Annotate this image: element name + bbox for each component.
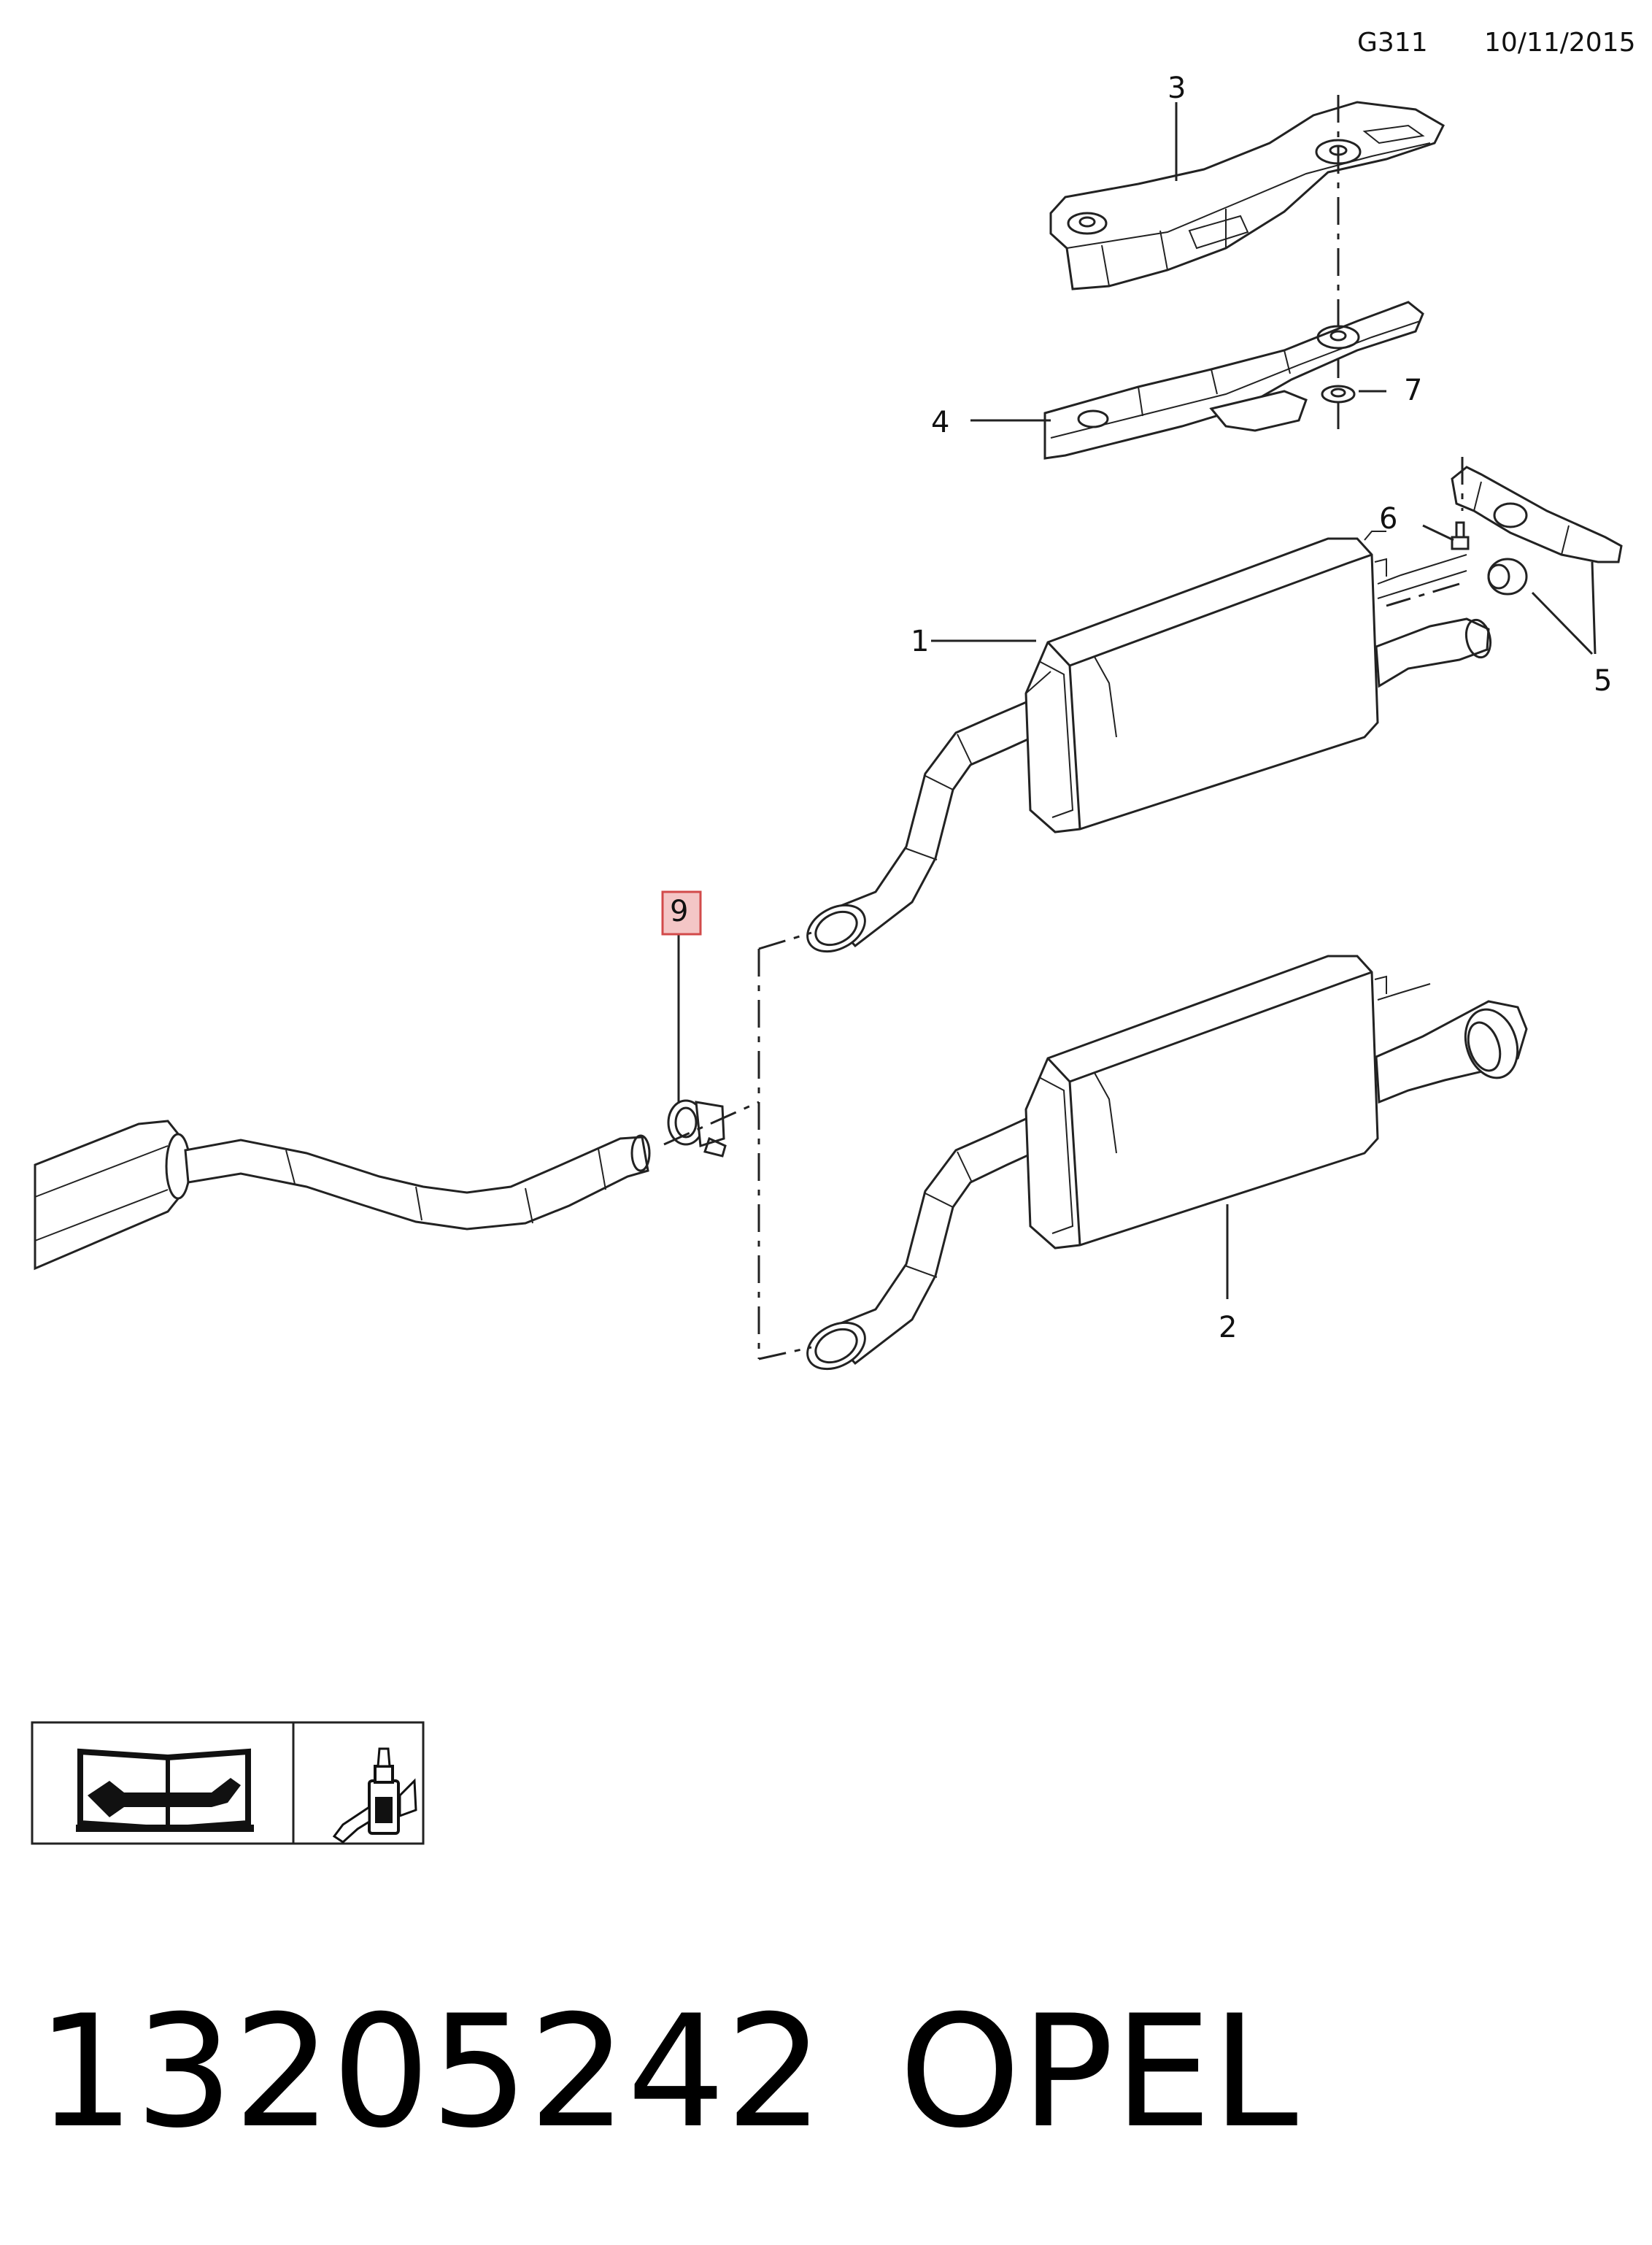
legend-box <box>31 1721 425 1845</box>
heat-shield-lower <box>1043 301 1424 460</box>
assembly-lines <box>663 931 812 1360</box>
callout-9[interactable]: 9 <box>670 895 688 928</box>
brand-name: OPEL <box>899 1982 1298 2162</box>
hanger-bracket <box>1451 457 1623 563</box>
callout-1[interactable]: 1 <box>911 625 929 658</box>
rear-muffler-part-1 <box>806 531 1492 953</box>
bolt-part-6 <box>1451 521 1470 550</box>
nut-part-7 <box>1321 385 1356 404</box>
front-exhaust-pipe <box>34 1120 651 1271</box>
rubber-hanger-part-5 <box>1386 558 1528 607</box>
rear-muffler-part-2 <box>806 955 1528 1371</box>
callout-3[interactable]: 3 <box>1167 72 1186 105</box>
sealant-bottle-icon <box>332 1747 417 1844</box>
callout-7[interactable]: 7 <box>1404 374 1422 407</box>
callout-2[interactable]: 2 <box>1219 1311 1237 1344</box>
callout-4[interactable]: 4 <box>931 406 949 439</box>
manual-wrench-book-icon <box>76 1748 254 1833</box>
callout-6[interactable]: 6 <box>1379 502 1397 536</box>
heat-shield-upper <box>1049 101 1445 290</box>
clamp-part-9 <box>667 1099 727 1158</box>
highlight-box-9 <box>661 890 702 936</box>
leader-lines <box>677 102 1597 1299</box>
diagram-date: 10/11/2015 <box>1484 28 1636 58</box>
part-number: 13205242 <box>36 1982 824 2162</box>
diagram-code: G311 <box>1357 28 1428 58</box>
callout-5[interactable]: 5 <box>1594 664 1612 698</box>
